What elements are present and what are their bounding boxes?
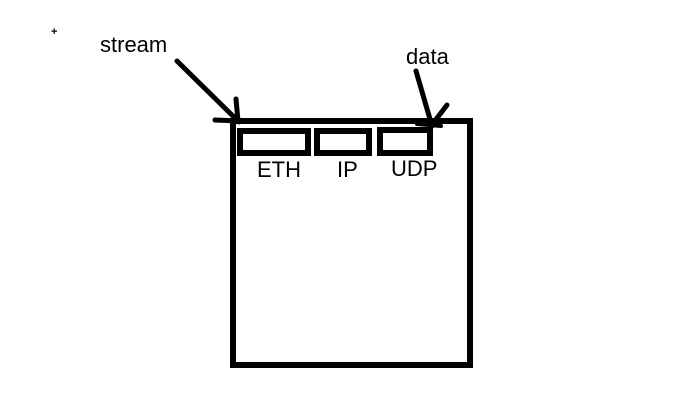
udp-box-label: UDP bbox=[391, 156, 438, 181]
stream-arrow bbox=[174, 58, 243, 125]
stream-arrow-shaft bbox=[174, 58, 242, 125]
data-label: data bbox=[406, 44, 449, 69]
packet-container-box bbox=[230, 118, 473, 368]
ip-box-label: IP bbox=[337, 157, 358, 182]
ip-header-box bbox=[314, 128, 372, 156]
stray-plus-mark: + bbox=[51, 26, 58, 38]
stream-label: stream bbox=[100, 32, 168, 57]
eth-header-box bbox=[237, 128, 311, 156]
udp-header-box bbox=[377, 127, 433, 156]
eth-box-label: ETH bbox=[257, 157, 301, 182]
